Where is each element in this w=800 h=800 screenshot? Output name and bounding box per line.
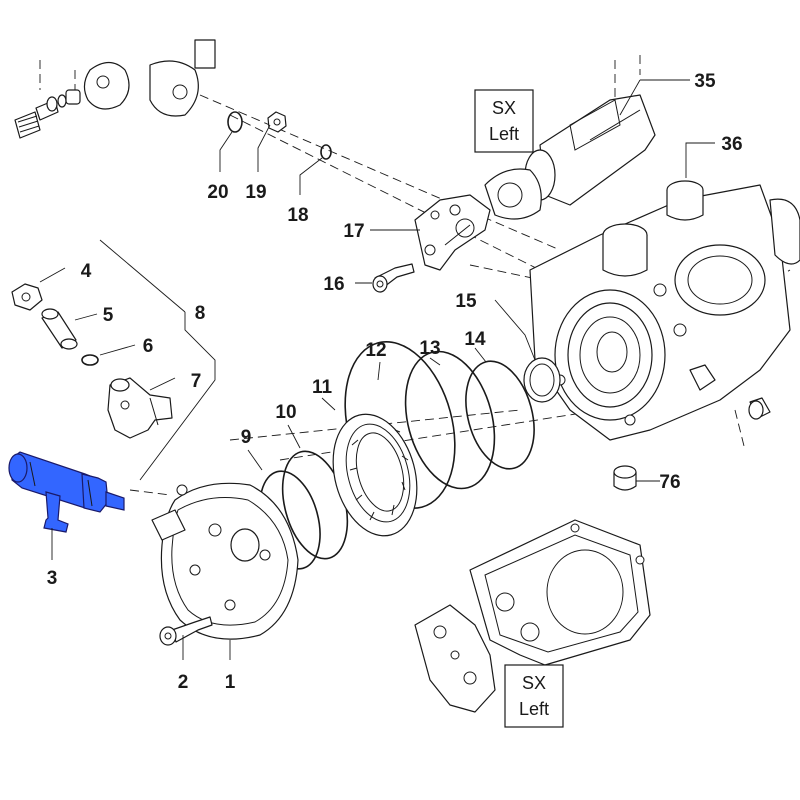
note-bottom-line2: Left <box>519 699 549 719</box>
part-19-nut <box>267 111 287 133</box>
part-7-elbow <box>107 377 173 439</box>
label-part-17: 17 <box>343 221 364 242</box>
part-3-valve-highlighted[interactable] <box>8 451 125 533</box>
note-bottom-line1: SX <box>522 673 546 693</box>
label-part-3: 3 <box>47 568 58 589</box>
note-sx-left-top: SX Left <box>474 89 534 153</box>
part-16-screw <box>372 263 415 293</box>
part-18-washer <box>320 144 332 160</box>
label-part-1: 1 <box>225 672 236 693</box>
part-6-oring <box>81 354 99 366</box>
label-part-14: 14 <box>464 329 486 350</box>
label-part-2: 2 <box>178 672 189 693</box>
part-11-bearing <box>332 413 418 537</box>
label-part-10: 10 <box>275 402 296 423</box>
note-sx-left-bottom: SX Left <box>504 664 564 728</box>
top-left-assembly <box>14 39 216 139</box>
label-part-18: 18 <box>287 205 308 226</box>
label-part-4: 4 <box>81 261 92 282</box>
bottom-gasket-assembly <box>414 519 651 713</box>
note-top-line1: SX <box>492 98 516 118</box>
part-13-ring <box>404 350 496 490</box>
label-part-11: 11 <box>312 377 333 398</box>
part-number-labels: 20 19 18 17 16 35 36 15 12 13 14 11 10 9… <box>47 71 743 693</box>
part-35-motor <box>484 94 656 220</box>
label-part-5: 5 <box>103 305 114 326</box>
part-2-screw <box>159 616 213 646</box>
part-1-head <box>151 482 299 640</box>
label-part-35: 35 <box>694 71 716 92</box>
part-4-nut <box>11 283 43 311</box>
label-part-8: 8 <box>195 303 206 324</box>
note-top-line2: Left <box>489 124 519 144</box>
label-part-76: 76 <box>659 472 680 493</box>
main-pump-body <box>529 180 800 441</box>
part-17-flange <box>414 194 491 271</box>
bush-right <box>748 397 771 420</box>
label-part-12: 12 <box>365 340 386 361</box>
label-part-15: 15 <box>455 291 477 312</box>
label-part-36: 36 <box>721 134 742 155</box>
part-15-seal <box>523 357 561 403</box>
label-part-13: 13 <box>419 338 440 359</box>
leader-lines <box>39 79 715 660</box>
label-part-6: 6 <box>143 336 154 357</box>
label-part-19: 19 <box>245 182 266 203</box>
label-part-20: 20 <box>207 182 228 203</box>
part-20-oring <box>227 111 243 133</box>
label-part-9: 9 <box>241 427 252 448</box>
label-part-7: 7 <box>191 371 202 392</box>
part-5-nipple <box>41 308 78 350</box>
label-part-16: 16 <box>323 274 344 295</box>
part-76-plug <box>613 465 637 491</box>
